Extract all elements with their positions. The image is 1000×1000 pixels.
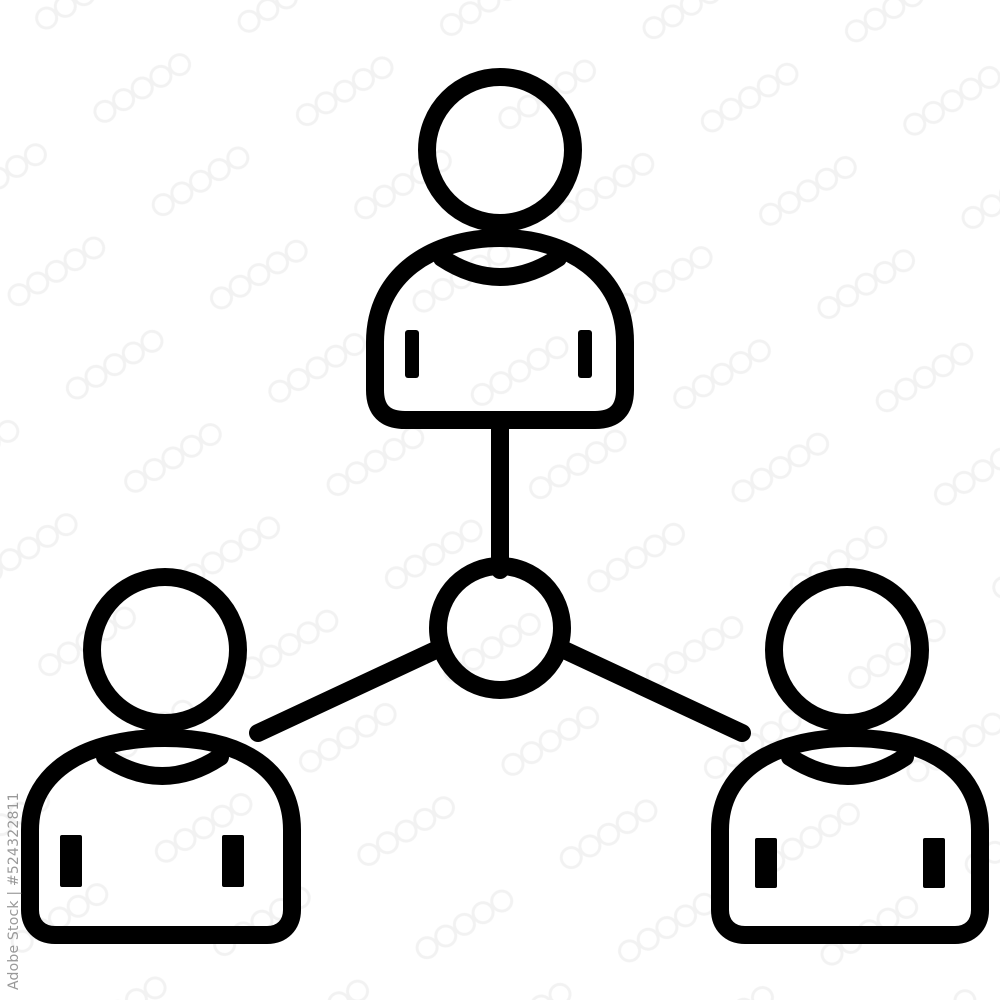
person-top-icon [366, 68, 634, 429]
link-left [249, 639, 449, 742]
stock-id-label: Adobe Stock | #524322811 [6, 792, 22, 990]
network-links [249, 413, 751, 742]
person-left-icon [21, 568, 301, 944]
hub-node-icon [429, 557, 571, 699]
link-right [551, 639, 751, 742]
person-right-icon [711, 568, 989, 944]
